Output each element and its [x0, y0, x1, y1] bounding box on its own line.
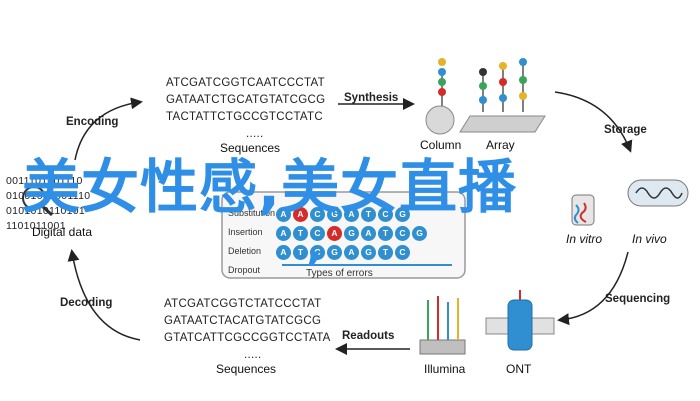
binary-block: 0011101001110 01001001001110 01010101101… [6, 174, 90, 234]
ont-label: ONT [506, 362, 532, 376]
sequence-line: GATAATCTACATGTATCGCG [164, 315, 322, 327]
illumina-label: Illumina [424, 362, 466, 376]
nucleotide-bead: C [378, 206, 393, 222]
nucleotide-bead: T [293, 244, 308, 260]
stage-encoding: Encoding [66, 116, 119, 128]
binary-line: 01001001001110 [6, 190, 91, 202]
stage-storage: Storage [604, 124, 647, 136]
nucleotide-bead: A [344, 206, 359, 222]
top-sequence-block: ATCGATCGGTCAATCCCTAT GATAATCTGCATGTATCGC… [166, 75, 325, 143]
sequence-line: GATAATCTGCATGTATCGCG [166, 94, 326, 106]
error-name: Deletion [228, 245, 262, 256]
encoding-arrow [74, 97, 143, 161]
sequence-ellipsis: ..... [244, 349, 262, 361]
errors-title: Types of errors [306, 268, 373, 279]
nucleotide-bead: C [395, 244, 410, 260]
array-icon [459, 58, 546, 133]
nucleotide-bead: C [395, 225, 410, 241]
nucleotide-bead: C [310, 206, 325, 222]
sequence-line: TACTATTCTGCCGTCCTATC [166, 111, 323, 123]
binary-line: 1101011001 [6, 220, 66, 232]
column-label: Column [420, 138, 462, 152]
in-vitro-label: In vitro [566, 232, 603, 246]
nucleotide-bead: A [344, 244, 359, 260]
nucleotide-bead: G [327, 206, 342, 222]
digital-data-label: Digital data [32, 225, 93, 239]
bottom-sequences-caption: Sequences [216, 362, 277, 376]
stage-readouts: Readouts [342, 330, 395, 342]
in-vitro-icon [571, 194, 595, 226]
stage-sequencing: Sequencing [605, 293, 671, 305]
nucleotide-bead: T [378, 244, 393, 260]
nucleotide-bead: A [327, 225, 342, 241]
column-icon [425, 58, 455, 135]
ont-icon [485, 290, 555, 351]
decoding-arrow [67, 249, 141, 341]
top-sequences-caption: Sequences [220, 141, 281, 155]
nucleotide-bead: C [310, 225, 325, 241]
bottom-sequence-block: ATCGATCGGTCTATCCCTAT GATAATCTACATGTATCGC… [164, 296, 331, 364]
sequence-line: ATCGATCGGTCAATCCCTAT [166, 77, 325, 89]
nucleotide-bead: C [310, 244, 325, 260]
nucleotide-bead: G [327, 244, 342, 260]
nucleotide-bead: A [293, 206, 308, 222]
storage-arrow [554, 91, 633, 153]
nucleotide-bead: A [276, 206, 291, 222]
nucleotide-bead: G [412, 225, 427, 241]
sequence-line: ATCGATCGGTCTATCCCTAT [164, 298, 322, 310]
sequence-line: GTATCATTCGCCGGTCCTATA [164, 332, 331, 344]
nucleotide-bead: G [395, 206, 410, 222]
nucleotide-bead: A [361, 225, 376, 241]
in-vivo-label: In vivo [632, 232, 667, 246]
stage-synthesis: Synthesis [344, 92, 399, 104]
error-name: Substitution [228, 207, 276, 218]
binary-line: 0101010110101 [6, 205, 86, 217]
binary-line: 0011101001110 [6, 175, 83, 187]
sequence-ellipsis: ..... [246, 128, 264, 140]
error-name: Dropout [228, 264, 261, 275]
nucleotide-bead: T [378, 225, 393, 241]
overlay-comma: , [306, 220, 324, 271]
error-name: Insertion [228, 226, 263, 237]
error-row-dropout: Dropout [228, 260, 460, 279]
sequencing-arrow [557, 251, 629, 326]
nucleotide-bead: G [344, 225, 359, 241]
nucleotide-bead: A [276, 244, 291, 260]
magnifier-icon [22, 186, 46, 210]
illumina-icon [419, 296, 466, 355]
array-label: Array [486, 138, 515, 152]
in-vivo-icon [627, 179, 689, 207]
overlay-text: 美女性感,美女直播 [22, 153, 518, 221]
nucleotide-bead: A [276, 225, 291, 241]
nucleotide-bead: T [361, 206, 376, 222]
nucleotide-bead: T [293, 225, 308, 241]
stage-decoding: Decoding [60, 297, 113, 309]
nucleotide-bead: G [361, 244, 376, 260]
